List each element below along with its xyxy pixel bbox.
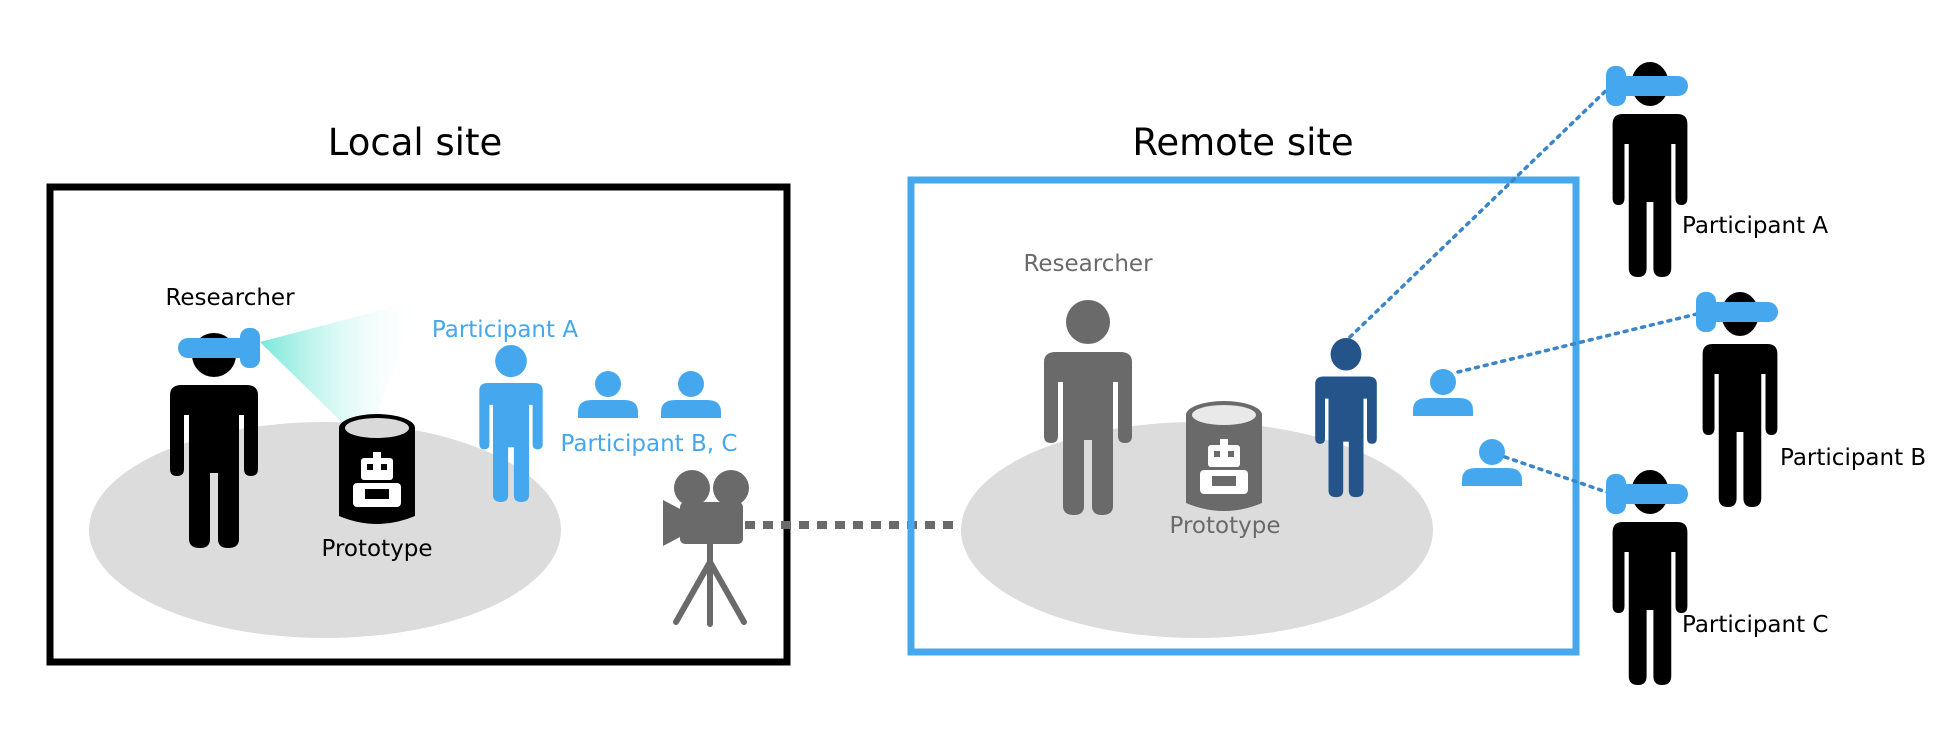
participant-b-label: Participant B: [1780, 445, 1926, 471]
remote-participant-b-avatar-icon: [1413, 369, 1473, 416]
connection-participant-b: [1456, 310, 1707, 374]
remote-participant-c-avatar-icon: [1462, 439, 1522, 486]
local-participant-b-icon: [578, 371, 638, 418]
local-prototype-icon: [339, 414, 415, 524]
vr-view-beam: [260, 300, 420, 445]
video-camera-icon: [663, 470, 749, 627]
remote-participant-c: Participant C: [1606, 470, 1829, 685]
local-participant-bc-label: Participant B, C: [561, 431, 738, 457]
local-site-frame: [46, 183, 791, 666]
participant-a-label: Participant A: [1682, 213, 1828, 239]
local-participant-c-icon: [661, 371, 721, 418]
remote-participant-b: Participant B: [1696, 292, 1926, 507]
participant-c-label: Participant C: [1682, 612, 1829, 638]
remote-site-title: Remote site: [1132, 121, 1353, 164]
remote-researcher-label: Researcher: [1023, 251, 1153, 277]
local-researcher-label: Researcher: [165, 285, 295, 311]
local-floor: [89, 422, 561, 638]
local-site-title: Local site: [328, 121, 503, 164]
participant-connections: [1348, 80, 1707, 497]
remote-participant-a: Participant A: [1606, 62, 1828, 277]
local-site: Local site Researcher Prototype Particip…: [46, 121, 791, 666]
remote-site-frame: [907, 176, 1580, 656]
connection-participant-c: [1503, 455, 1617, 497]
remote-site: Remote site Researcher Prototype: [907, 121, 1580, 656]
local-prototype-label: Prototype: [322, 536, 433, 562]
remote-prototype-label: Prototype: [1170, 513, 1281, 539]
remote-prototype-icon: [1186, 401, 1262, 511]
connection-participant-a: [1348, 80, 1617, 339]
local-participant-a-label: Participant A: [432, 317, 578, 343]
